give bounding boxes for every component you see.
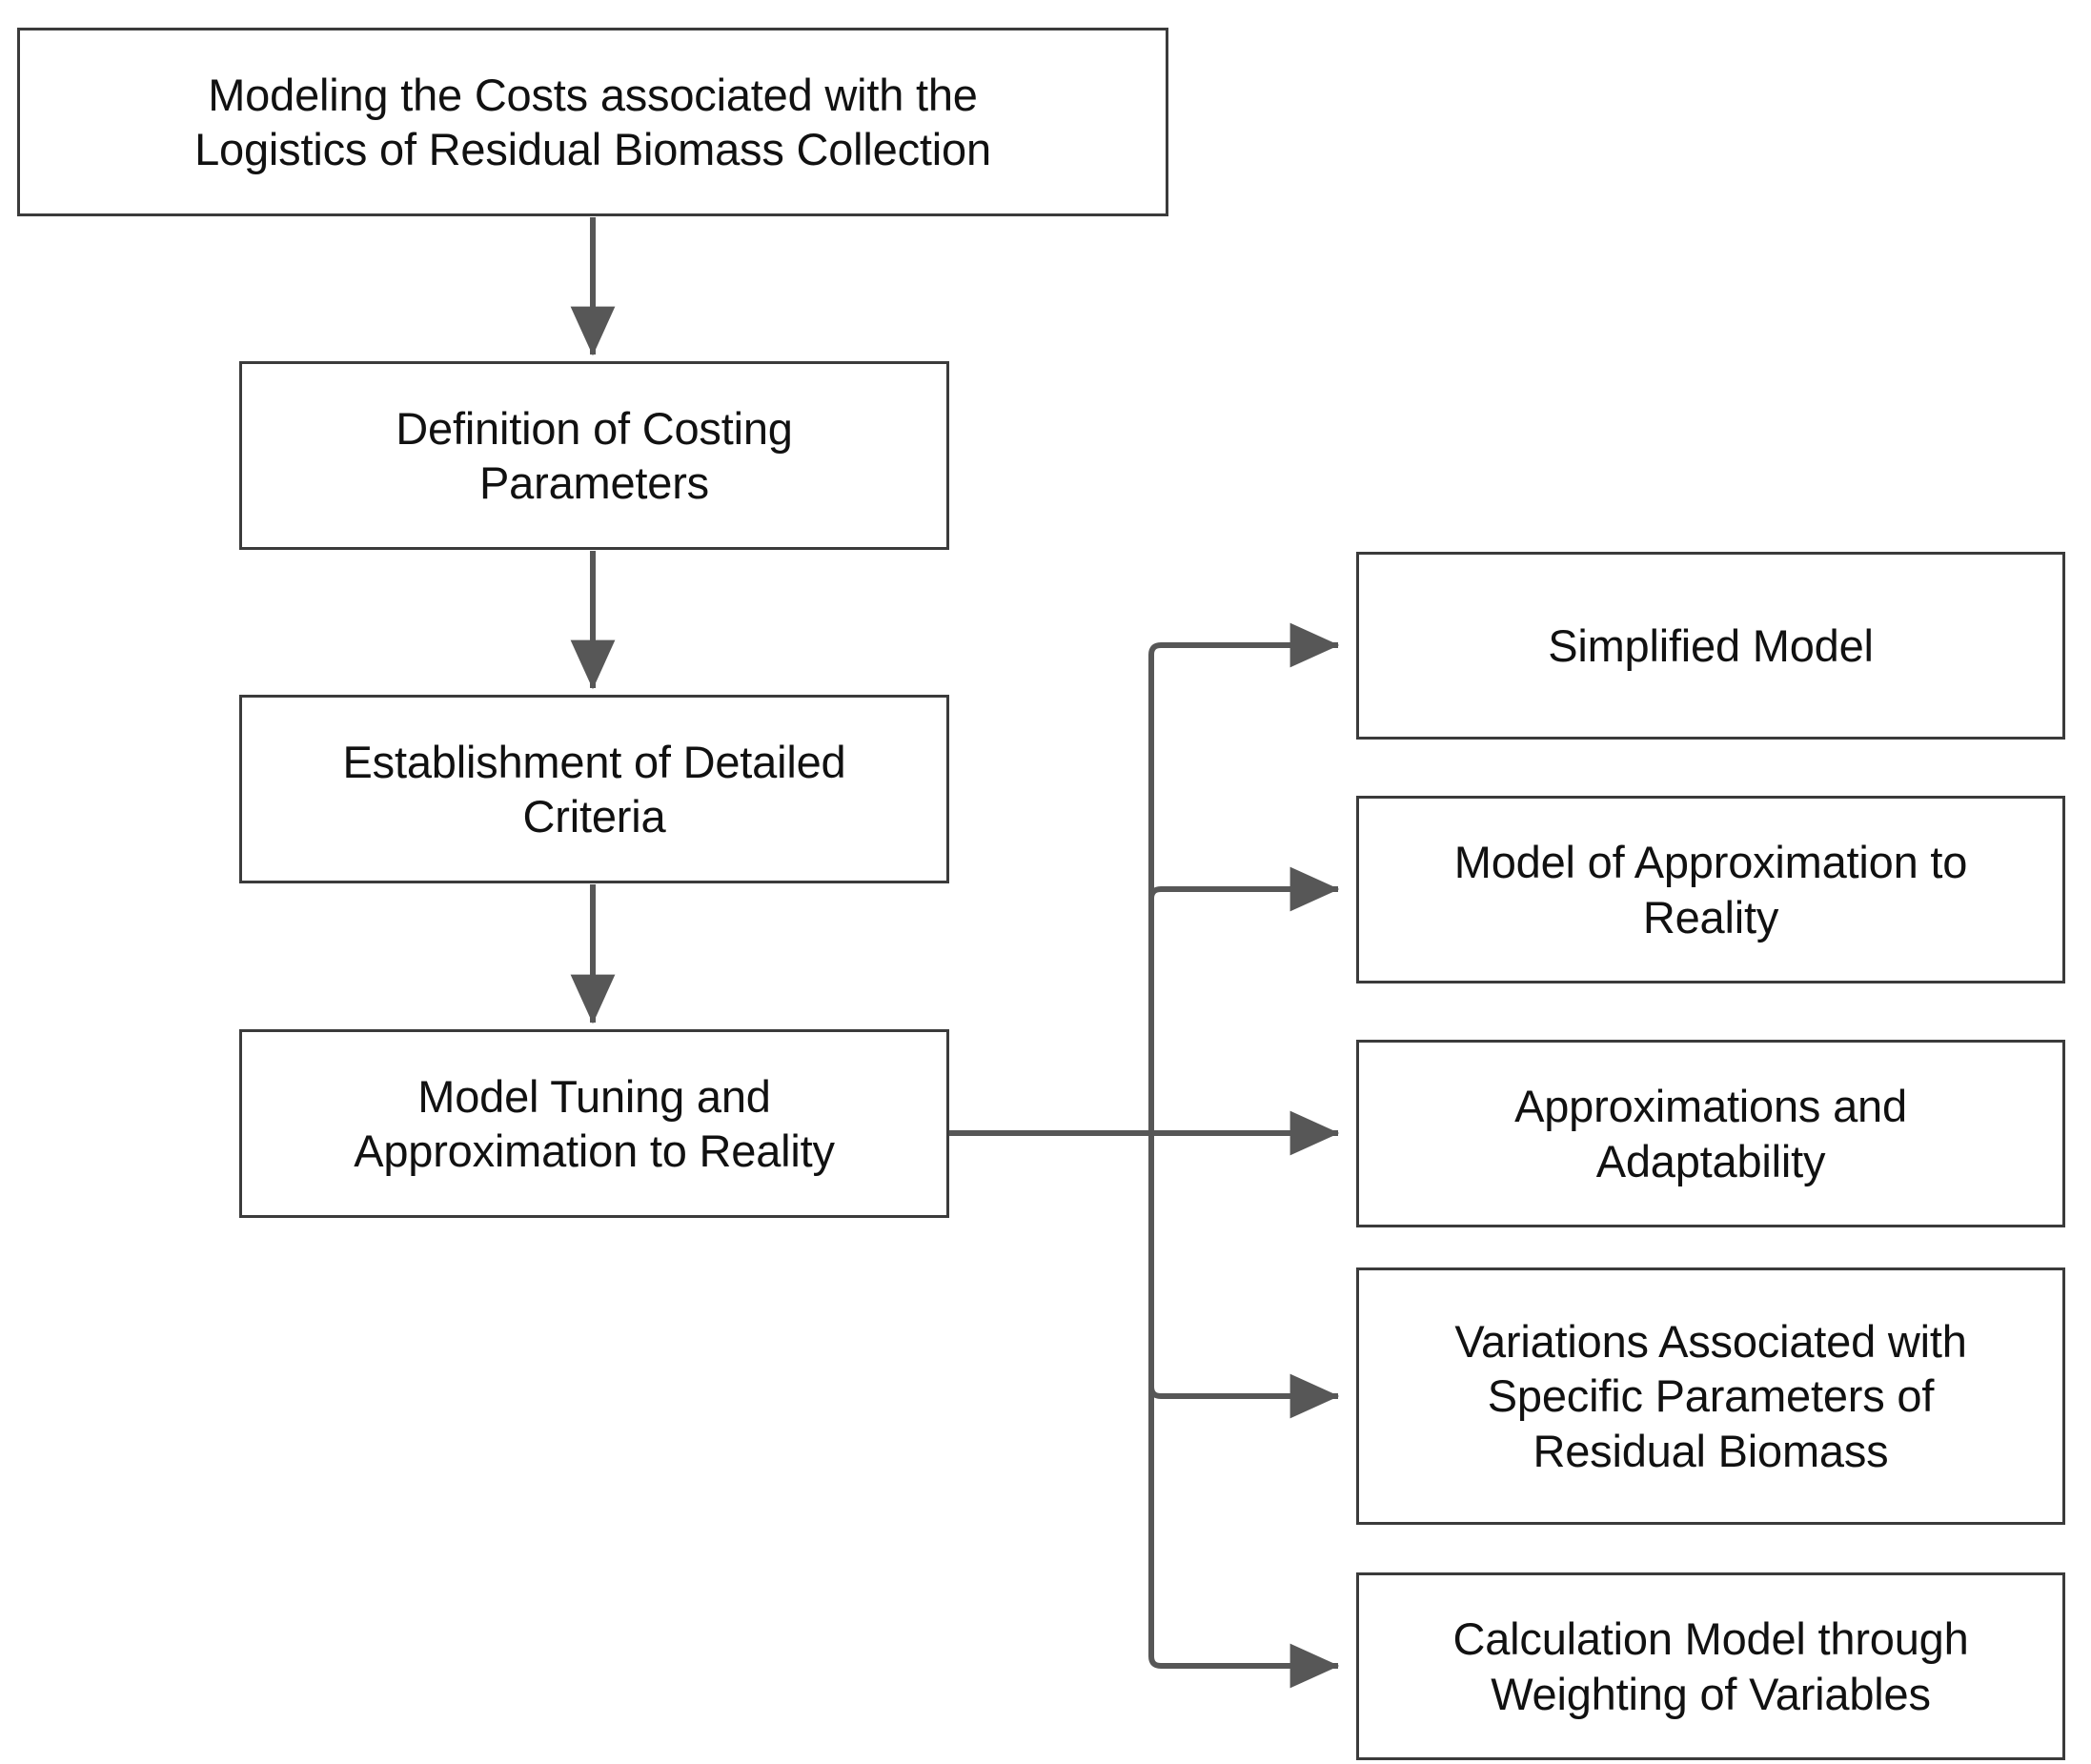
node-root[interactable]: Modeling the Costs associated with the L…: [17, 28, 1168, 216]
connector-trunk-to-model-approximation: [1148, 866, 1340, 912]
node-calculation-model-weighting-of-variables[interactable]: Calculation Model through Weighting of V…: [1356, 1572, 2065, 1760]
node-branch-4-label: Variations Associated with Specific Para…: [1454, 1316, 1967, 1476]
node-simplified-model[interactable]: Simplified Model: [1356, 552, 2065, 740]
node-step1-label: Definition of Costing Parameters: [396, 402, 793, 508]
node-model-of-approximation-to-reality[interactable]: Model of Approximation to Reality: [1356, 796, 2065, 983]
node-variations-specific-parameters-residual-biomass[interactable]: Variations Associated with Specific Para…: [1356, 1267, 2065, 1525]
node-establishment-of-detailed-criteria[interactable]: Establishment of Detailed Criteria: [239, 695, 949, 883]
node-step2-label: Establishment of Detailed Criteria: [342, 736, 846, 841]
node-model-tuning-and-approximation[interactable]: Model Tuning and Approximation to Realit…: [239, 1029, 949, 1218]
node-branch-3-label: Approximations and Adaptability: [1514, 1081, 1907, 1186]
node-branch-2-label: Model of Approximation to Reality: [1453, 837, 1968, 943]
node-branch-5-label: Calculation Model through Weighting of V…: [1452, 1613, 1969, 1719]
connector-trunk-to-variations-parameters: [1148, 1373, 1340, 1419]
node-root-label: Modeling the Costs associated with the L…: [194, 69, 991, 174]
node-step3-label: Model Tuning and Approximation to Realit…: [354, 1070, 835, 1176]
connector-trunk-to-calculation-model: [1148, 1643, 1340, 1689]
connector-trunk-to-simplified-model: [1148, 622, 1340, 668]
node-approximations-and-adaptability[interactable]: Approximations and Adaptability: [1356, 1040, 2065, 1227]
node-definition-of-costing-parameters[interactable]: Definition of Costing Parameters: [239, 361, 949, 550]
node-branch-1-label: Simplified Model: [1548, 619, 1874, 671]
